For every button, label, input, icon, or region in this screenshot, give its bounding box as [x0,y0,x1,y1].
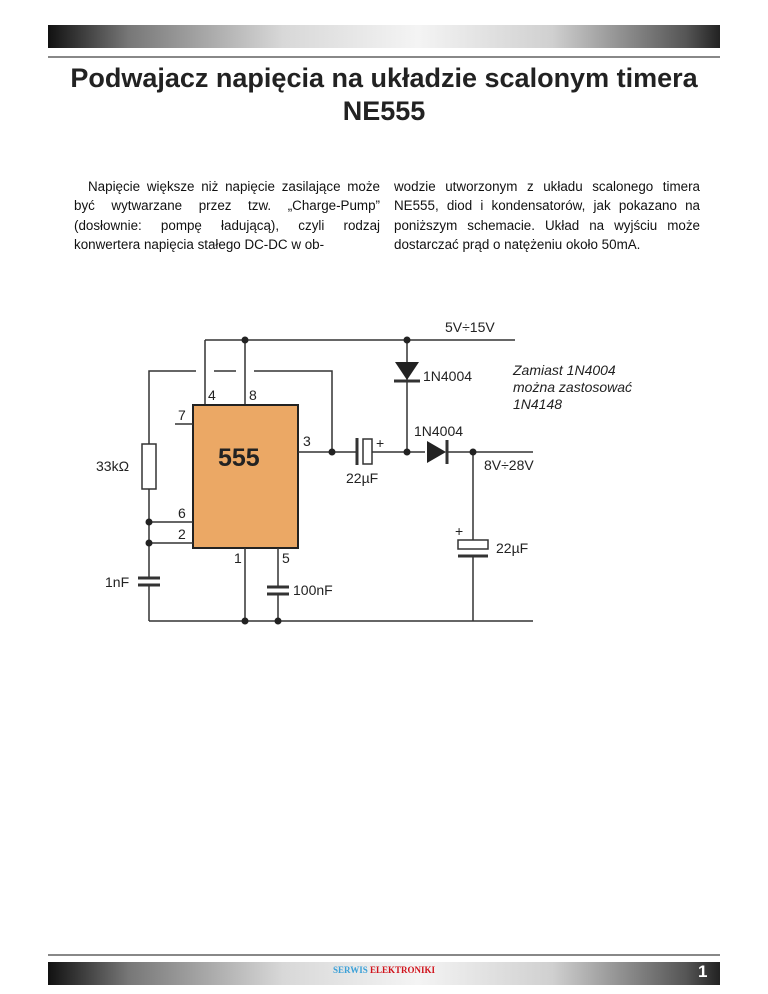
cap-1nf-label: 1nF [105,574,129,590]
header-bar [48,25,720,48]
pin-2: 2 [178,526,186,542]
pin-1: 1 [234,550,242,566]
note-line-1: Zamiast 1N4004 [512,362,616,378]
cap-100nf-label: 100nF [293,582,333,598]
diode-d2-label: 1N4004 [414,423,463,439]
body-column-1: Napięcie większe niż napięcie zasilające… [74,179,380,253]
cap-output-plus: + [455,523,463,539]
pin-7: 7 [178,407,186,423]
cap-output-label: 22µF [496,540,528,556]
note-line-3: 1N4148 [513,396,562,412]
ic-555 [192,404,299,549]
ic-label: 555 [218,444,260,472]
note-line-2: można zastosować [513,379,632,395]
pin-6: 6 [178,505,186,521]
pin-3: 3 [303,433,311,449]
diode-d1 [395,362,419,380]
output-label: 8V÷28V [484,457,534,473]
brand-serwis: SERWIS [333,965,370,975]
page-number: 1 [698,962,708,981]
cap-pump-label: 22µF [346,470,378,486]
pin-4: 4 [208,387,216,403]
page-title: Podwajacz napięcia na układzie scalonym … [70,63,698,126]
supply-label: 5V÷15V [445,319,495,335]
footer-rule [48,954,720,956]
body-column-2: wodzie utworzonym z układu scalonego tim… [394,179,700,253]
brand-elektroniki: ELEKTRONIKI [369,965,435,975]
diode-d2 [427,441,446,463]
footer-brand-logo: SERWIS ELEKTRONIKI [0,965,768,975]
resistor-label: 33kΩ [96,458,129,474]
pin-5: 5 [282,550,290,566]
resistor [141,443,157,490]
diode-d1-label: 1N4004 [423,368,472,384]
pin-8: 8 [249,387,257,403]
capacitor-output [457,539,489,550]
footer-bar [48,962,720,985]
header-rule [48,56,720,58]
cap-pump-plus: + [376,435,384,451]
